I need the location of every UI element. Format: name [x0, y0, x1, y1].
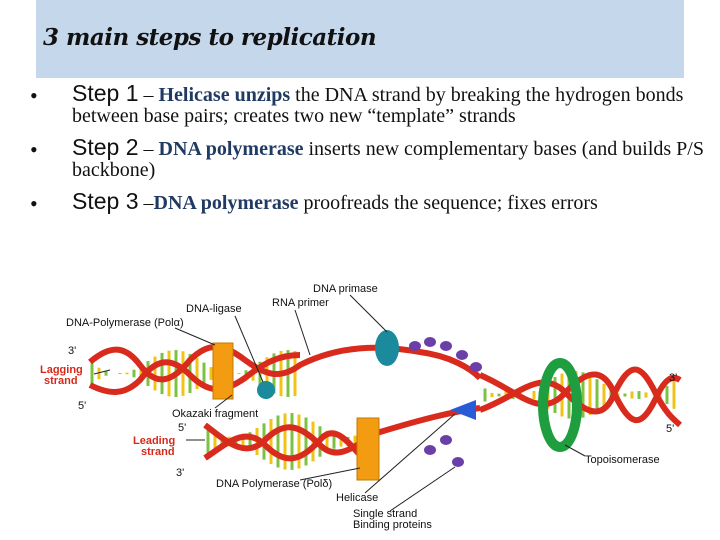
label-leading-2: strand — [141, 446, 175, 458]
pointer-helicase — [364, 413, 456, 494]
bullet-step-1: • Step 1 – Helicase unzips the DNA stran… — [30, 80, 710, 127]
ssb-protein — [424, 337, 436, 347]
pointer-ligase — [234, 315, 264, 383]
step-label: Step 3 — [72, 188, 139, 214]
parental-helix — [478, 366, 682, 428]
pointer-okazaki — [214, 394, 233, 409]
label-3prime-top: 3' — [68, 345, 76, 357]
pointer-primer — [294, 309, 311, 356]
label-topoisomerase: Topoisomerase — [585, 454, 660, 466]
ssb-protein — [452, 457, 464, 467]
ssb-protein — [424, 445, 436, 455]
dna-primase — [375, 330, 399, 366]
label-primer: RNA primer — [272, 297, 329, 309]
lagging-strand-helix — [88, 343, 483, 395]
parental-strand-bottom — [478, 366, 682, 428]
label-primase: DNA primase — [313, 283, 378, 295]
lagging-template-strand — [88, 343, 483, 383]
slide-title: 3 main steps to replication — [43, 24, 377, 51]
pointer-lagging — [93, 369, 111, 375]
pointer-primase — [349, 294, 388, 333]
ssb-protein — [456, 350, 468, 360]
label-5prime-mid: 5' — [178, 422, 186, 434]
pointer-ssb — [389, 466, 456, 512]
ssb-protein — [470, 362, 482, 372]
ssb-protein — [440, 341, 452, 351]
pointer-topo — [564, 444, 586, 457]
bullet-dot: • — [30, 191, 38, 216]
leading-new-strand — [203, 430, 363, 462]
bullet-step-3: • Step 3 –DNA polymerase proofreads the … — [30, 188, 710, 216]
step-term: Helicase unzips — [158, 84, 291, 106]
label-5prime-left: 5' — [78, 400, 86, 412]
label-ligase: DNA-ligase — [186, 303, 242, 315]
pointer-pol-alpha — [174, 327, 216, 346]
ssb-protein — [440, 435, 452, 445]
label-5prime-right: 5' — [666, 423, 674, 435]
bullet-dot: • — [30, 83, 38, 108]
pointer-lines — [93, 294, 586, 512]
label-ssb-2: Binding proteins — [353, 519, 432, 531]
label-pol-delta: DNA Polymerase (Polδ) — [216, 478, 332, 490]
step-term: DNA polymerase — [158, 138, 304, 160]
label-okazaki: Okazaki fragment — [172, 408, 258, 420]
replication-fork-diagram: DNA primase DNA-ligase RNA primer DNA-Po… — [40, 283, 682, 531]
step-separator: – — [138, 192, 154, 214]
label-leading-1: Leading — [133, 435, 175, 447]
helicase — [450, 400, 476, 420]
label-lagging-2: strand — [44, 375, 78, 387]
leading-template-strand — [203, 405, 481, 456]
step-text: inserts new complementary bases (and bui… — [72, 138, 704, 181]
step-text: the DNA strand by breaking the hydrogen … — [72, 84, 684, 127]
ssb-group — [409, 337, 482, 467]
title-bar: 3 main steps to replication — [36, 0, 684, 78]
bullet-list: • Step 1 – Helicase unzips the DNA stran… — [30, 80, 710, 224]
label-ssb-1: Single strand — [353, 508, 417, 520]
ssb-protein — [409, 341, 421, 351]
step-text: proofreads the sequence; fixes errors — [298, 192, 598, 214]
label-3prime-bottom: 3' — [176, 467, 184, 479]
step-label: Step 2 — [72, 134, 139, 160]
bullet-dot: • — [30, 137, 38, 162]
lagging-new-strand — [88, 352, 301, 395]
step-term: DNA polymerase — [153, 192, 299, 214]
pointer-pol-delta — [299, 467, 361, 481]
label-3prime-right: 3' — [669, 372, 677, 384]
label-pol-alpha: DNA-Polymerase (Polα) — [66, 317, 184, 329]
bullet-step-2: • Step 2 – DNA polymerase inserts new co… — [30, 134, 710, 181]
step-separator: – — [138, 138, 159, 160]
polymerase-alpha — [212, 342, 234, 400]
topoisomerase — [538, 358, 582, 452]
label-lagging-1: Lagging — [40, 364, 83, 376]
label-helicase: Helicase — [336, 492, 378, 504]
leading-strand-helix — [203, 405, 481, 462]
step-label: Step 1 — [72, 80, 139, 106]
dna-ligase — [257, 381, 275, 399]
polymerase-delta — [356, 417, 380, 481]
step-separator: – — [138, 84, 159, 106]
